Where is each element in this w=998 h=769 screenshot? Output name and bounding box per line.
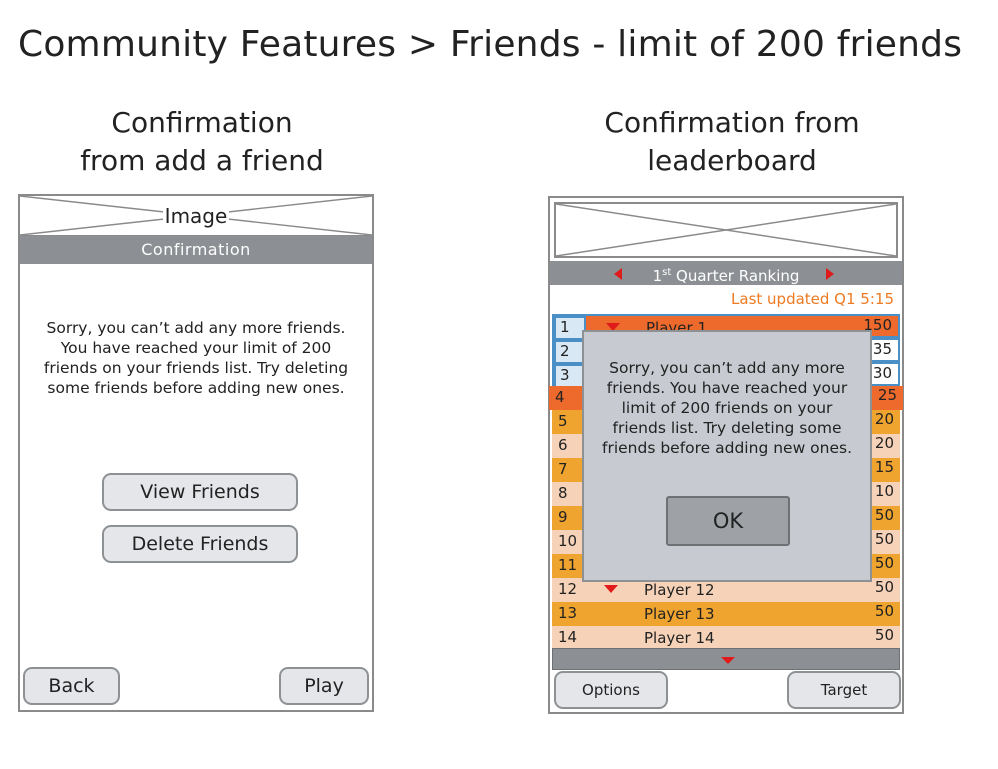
row-rank: 13: [558, 604, 578, 622]
row-rank: 7: [558, 460, 568, 478]
rank-down-arrow-icon: [604, 585, 618, 593]
row-rank: 10: [558, 532, 578, 550]
image-placeholder-label: Image: [162, 204, 230, 228]
row-rank: 4: [555, 388, 565, 406]
next-ranking-arrow-icon[interactable]: [826, 268, 834, 280]
row-score: 50: [874, 530, 894, 548]
row-score: 50: [874, 506, 894, 524]
view-friends-button[interactable]: View Friends: [102, 473, 298, 511]
row-score: 20: [874, 434, 894, 452]
friend-limit-dialog: Sorry, you can’t add any more friends. Y…: [582, 330, 872, 582]
left-caption: Confirmation from add a friend: [18, 104, 386, 180]
row-rank: 6: [558, 436, 568, 454]
row-score: 25: [877, 386, 897, 404]
row-score: 50: [874, 626, 894, 644]
back-button[interactable]: Back: [23, 667, 120, 705]
dialog-message: Sorry, you can’t add any more friends. Y…: [601, 359, 853, 457]
options-button[interactable]: Options: [554, 671, 668, 709]
row-score: 35: [872, 340, 892, 358]
image-placeholder-cross-icon: [556, 204, 896, 256]
image-placeholder: Image: [20, 196, 372, 236]
last-updated-text: Last updated Q1 5:15: [731, 290, 894, 308]
add-friend-confirmation-screen: Image Confirmation Sorry, you can’t add …: [18, 194, 374, 712]
confirmation-titlebar: Confirmation: [20, 236, 372, 264]
leaderboard-row[interactable]: 14 Player 14 50: [552, 626, 900, 650]
page-title: Community Features > Friends - limit of …: [18, 24, 963, 65]
ranking-header: 1st Quarter Ranking: [550, 261, 902, 285]
row-player-name: Player 13: [644, 605, 715, 623]
leaderboard-confirmation-screen: 1st Quarter Ranking Last updated Q1 5:15…: [548, 196, 904, 714]
row-rank: 1: [560, 318, 570, 336]
row-score: 50: [874, 578, 894, 596]
rank-down-arrow-icon: [606, 323, 620, 331]
row-rank: 11: [558, 556, 578, 574]
row-rank: 3: [560, 366, 570, 384]
row-rank: 9: [558, 508, 568, 526]
row-rank: 8: [558, 484, 568, 502]
row-rank: 5: [558, 412, 568, 430]
target-button[interactable]: Target: [787, 671, 901, 709]
play-button[interactable]: Play: [279, 667, 369, 705]
row-player-name: Player 14: [644, 629, 715, 647]
row-score: 30: [872, 364, 892, 382]
ranking-title: 1st Quarter Ranking: [652, 267, 800, 285]
ok-button[interactable]: OK: [666, 496, 790, 546]
image-placeholder: [554, 202, 898, 258]
row-score: 20: [874, 410, 894, 428]
row-score: 10: [874, 482, 894, 500]
limit-message: Sorry, you can’t add any more friends. Y…: [43, 319, 349, 397]
row-rank: 14: [558, 628, 578, 646]
right-caption-line2: leaderboard: [647, 144, 817, 177]
scroll-down-arrow-icon[interactable]: [721, 657, 735, 664]
row-score: 150: [863, 316, 892, 334]
leaderboard-row[interactable]: 13 Player 13 50: [552, 602, 900, 626]
scroll-down-bar[interactable]: [552, 648, 900, 670]
right-caption: Confirmation from leaderboard: [548, 104, 916, 180]
leaderboard-row[interactable]: 12 Player 12 50: [552, 578, 900, 602]
row-score: 15: [874, 458, 894, 476]
left-caption-line1: Confirmation: [111, 106, 293, 139]
row-rank: 2: [560, 342, 570, 360]
previous-ranking-arrow-icon[interactable]: [614, 268, 622, 280]
row-rank: 12: [558, 580, 578, 598]
delete-friends-button[interactable]: Delete Friends: [102, 525, 298, 563]
row-score: 50: [874, 554, 894, 572]
row-player-name: Player 12: [644, 581, 715, 599]
left-caption-line2: from add a friend: [80, 144, 324, 177]
right-caption-line1: Confirmation from: [604, 106, 860, 139]
row-score: 50: [874, 602, 894, 620]
